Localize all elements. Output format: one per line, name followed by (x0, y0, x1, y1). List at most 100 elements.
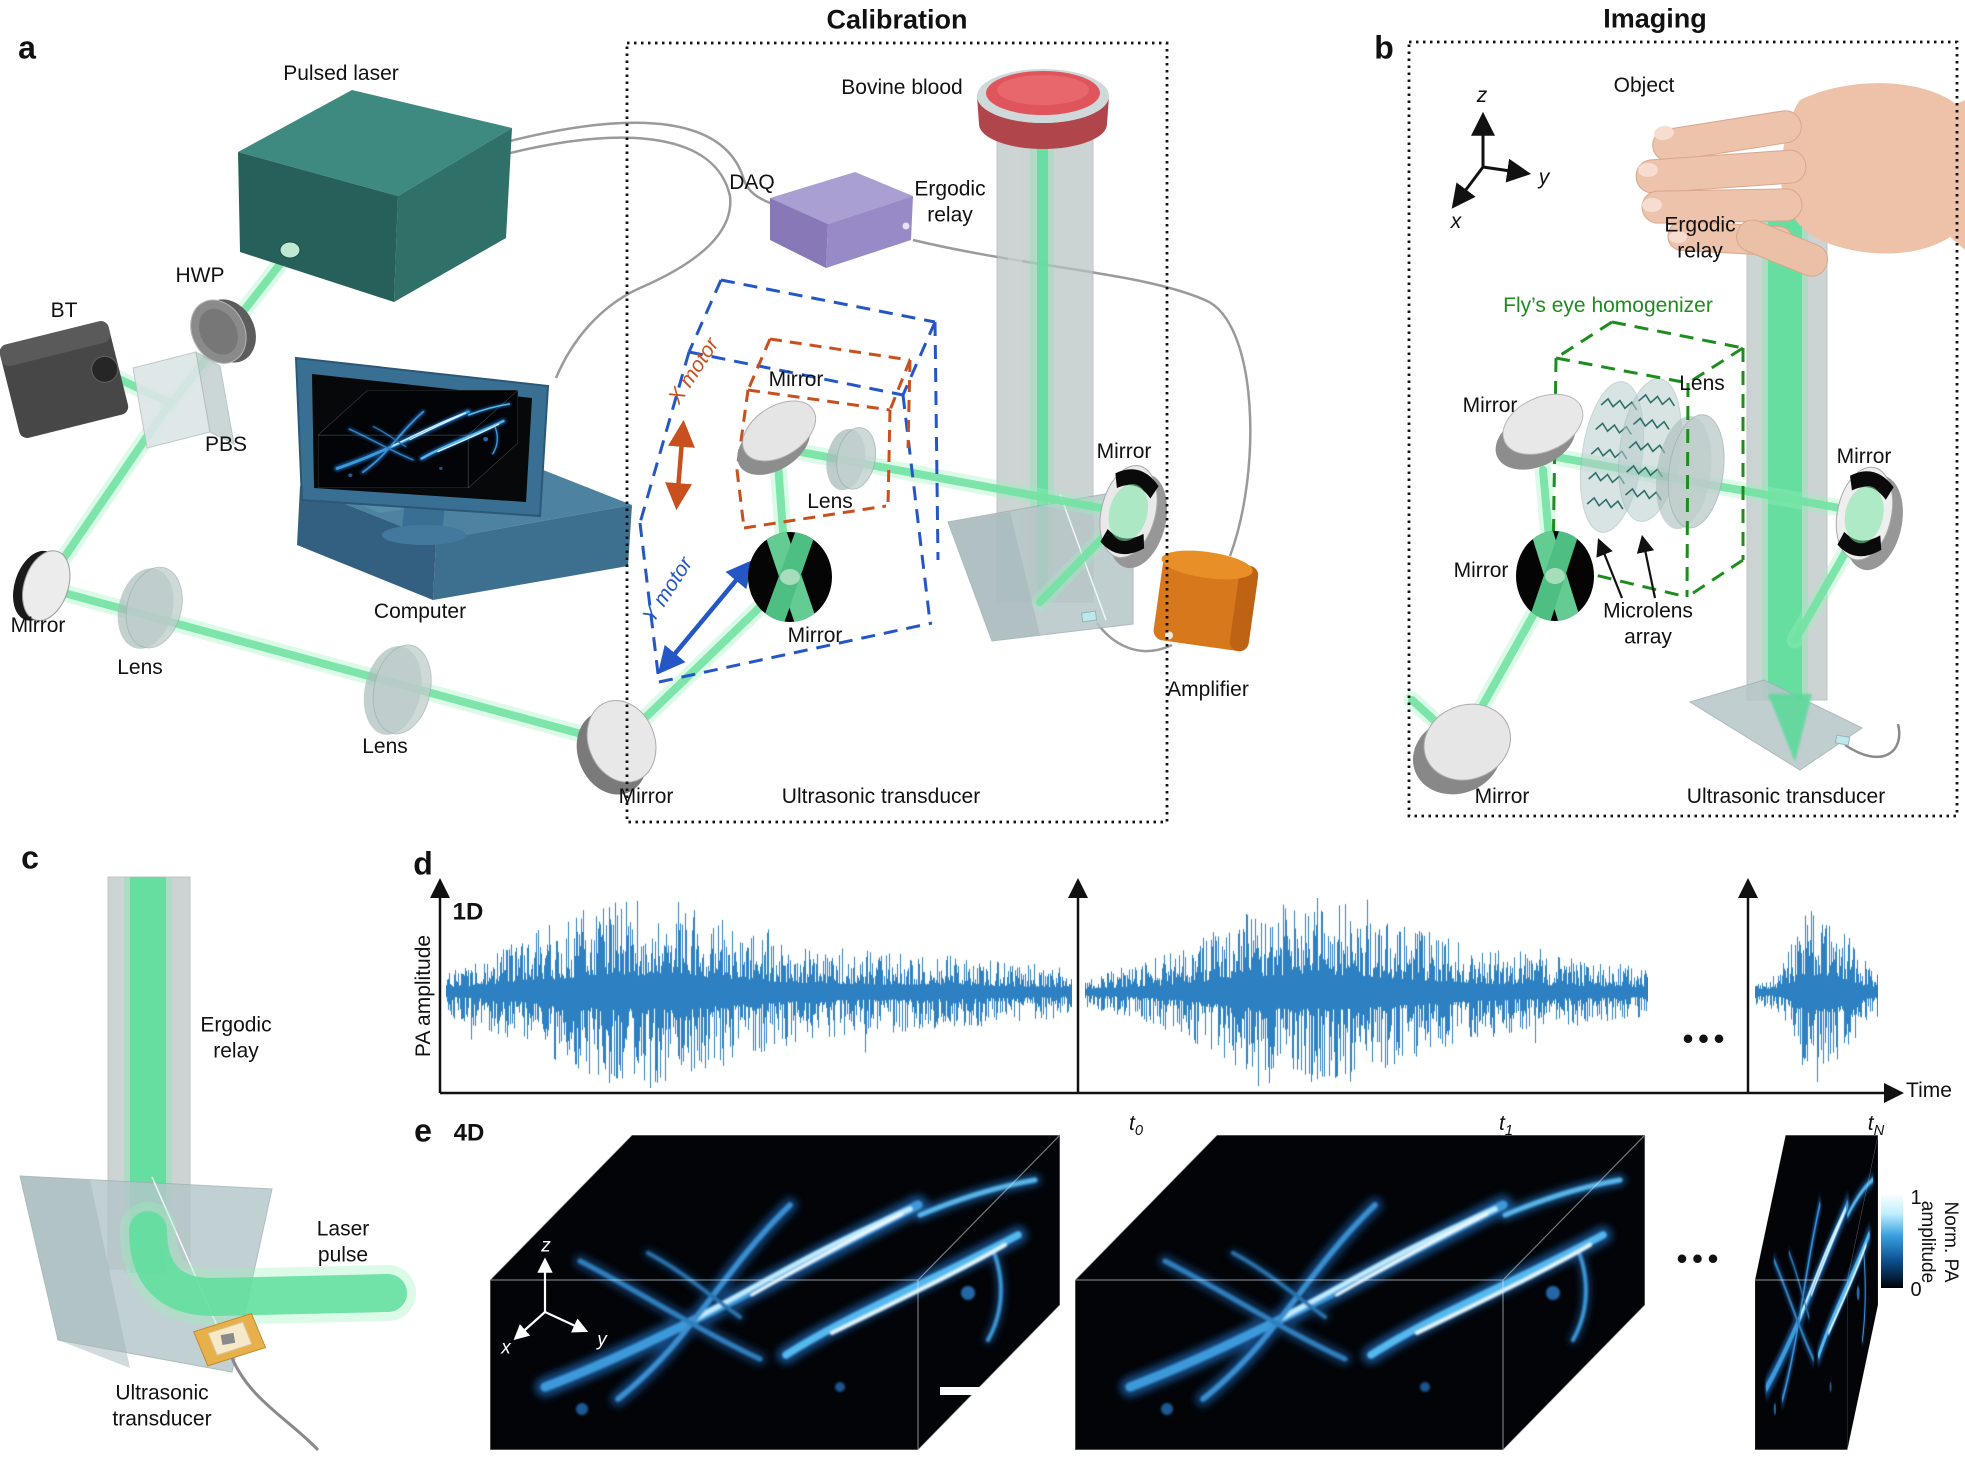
label-ellipsis-d: ••• (1682, 1022, 1730, 1056)
label-lens-1-a: Lens (117, 656, 163, 680)
label-bovine-blood: Bovine blood (841, 76, 963, 100)
half-wave-plate (190, 299, 256, 364)
label-ellipsis-e: ••• (1676, 1242, 1724, 1276)
lens-2-a (363, 644, 432, 735)
label-mirror-black-a: Mirror (787, 624, 843, 648)
panel-a-letter: a (18, 29, 36, 66)
y-motor-direction-arrow (657, 559, 754, 675)
label-axis-z-b: z (1476, 84, 1488, 108)
label-cb-max: 1 (1910, 1186, 1922, 1209)
mirror-xmotor (737, 400, 817, 475)
label-ultrasonic-a: Ultrasonic transducer (781, 785, 981, 809)
panel-a-calibration-diagram (0, 41, 1259, 824)
daq-box (770, 172, 913, 268)
label-mirror-b-topleft: Mirror (1462, 394, 1518, 418)
volume-render-t1 (1075, 1135, 1645, 1450)
mirror-b-black (1516, 531, 1594, 621)
transducer-prism-b (1688, 679, 1863, 771)
panel-b-letter: b (1374, 29, 1394, 66)
label-t0: t0 (1128, 1111, 1144, 1140)
label-axis-x-b: x (1450, 210, 1462, 234)
beam-trap (0, 321, 129, 438)
label-pulsed-laser: Pulsed laser (283, 62, 399, 86)
label-flys-eye: Fly’s eye homogenizer (1503, 294, 1713, 318)
label-hwp: HWP (175, 264, 225, 288)
label-axis-y-e: y (597, 1329, 607, 1351)
label-lens-motor: Lens (807, 490, 853, 514)
lens-motor (826, 427, 877, 491)
label-axis-z-e: z (541, 1235, 551, 1257)
panel-c-letter: c (21, 839, 39, 876)
pulsed-laser-box (238, 90, 512, 302)
label-computer: Computer (373, 600, 467, 624)
panel-b-imaging-diagram (1403, 40, 1965, 818)
time-axes-d (430, 878, 1904, 1103)
scale-bar (940, 1387, 1012, 1395)
x-motor-direction-arrow (665, 419, 695, 511)
label-mirror-b-right: Mirror (1836, 445, 1892, 469)
transducer-chip-b (1834, 734, 1851, 746)
y-motor-dashed-box (638, 278, 940, 684)
imaging-dotted-border (1407, 40, 1959, 818)
waveform-t0 (446, 898, 1072, 1088)
volume-render-t0 (490, 1135, 1060, 1450)
label-pa-amplitude: PA amplitude (412, 934, 436, 1058)
mirror-b-bottom (1412, 703, 1512, 795)
label-lens-2-a: Lens (362, 735, 408, 759)
bovine-blood-sample (977, 69, 1109, 149)
label-t1: t1 (1498, 1111, 1514, 1140)
label-4d: 4D (453, 1119, 485, 1147)
mirror-black-a (748, 532, 832, 622)
label-mirror-xmotor: Mirror (768, 368, 824, 392)
waveform-tN (1755, 898, 1878, 1088)
calibration-dotted-border (625, 41, 1169, 824)
label-time: Time (1906, 1079, 1952, 1103)
panel-e-volumes (490, 1135, 1903, 1450)
amplifier-box (1153, 550, 1259, 652)
laser-pulse-beam-c (120, 1202, 416, 1325)
mirror-b-right (1835, 466, 1903, 571)
transducer-chip-a (1080, 610, 1098, 623)
microlens-pointer-arrows (1596, 534, 1657, 599)
hand-object (1635, 83, 1965, 277)
computer (294, 356, 632, 600)
title-imaging: Imaging (1603, 3, 1707, 34)
panel-d-letter: d (413, 845, 433, 882)
label-cb-min: 0 (1910, 1278, 1922, 1301)
transducer-wire-b (1844, 723, 1901, 759)
label-object: Object (1613, 74, 1675, 98)
ultrasonic-transducer-c (193, 1312, 267, 1367)
volume-render-tN (1755, 1135, 1878, 1450)
mirror-right-a (1099, 465, 1168, 569)
panel-c-relay-diagram (19, 876, 416, 1452)
flys-eye-dashed-box (1551, 320, 1745, 599)
label-tN: tN (1867, 1111, 1885, 1140)
transducer-wire-c (230, 1357, 320, 1452)
mirror-bottom-a (576, 699, 657, 795)
colorbar (1881, 1193, 1903, 1288)
label-axis-x-e: x (501, 1337, 511, 1359)
label-mirror-b-black: Mirror (1453, 559, 1509, 583)
title-calibration: Calibration (826, 4, 968, 35)
label-1d: 1D (452, 898, 484, 926)
mirror-b-topleft (1495, 393, 1584, 470)
lens-1-a (117, 566, 183, 649)
mirror-left-a (13, 550, 71, 622)
label-bt: BT (50, 299, 78, 323)
transducer-prism-a (947, 488, 1134, 642)
label-amplifier: Amplifier (1167, 678, 1249, 702)
coordinate-axes-e (513, 1257, 589, 1341)
label-mirror-left-a: Mirror (10, 614, 66, 638)
polarizing-beam-splitter (132, 351, 235, 449)
panel-e-letter: e (414, 1112, 432, 1149)
coordinate-axes-b (1451, 111, 1532, 209)
